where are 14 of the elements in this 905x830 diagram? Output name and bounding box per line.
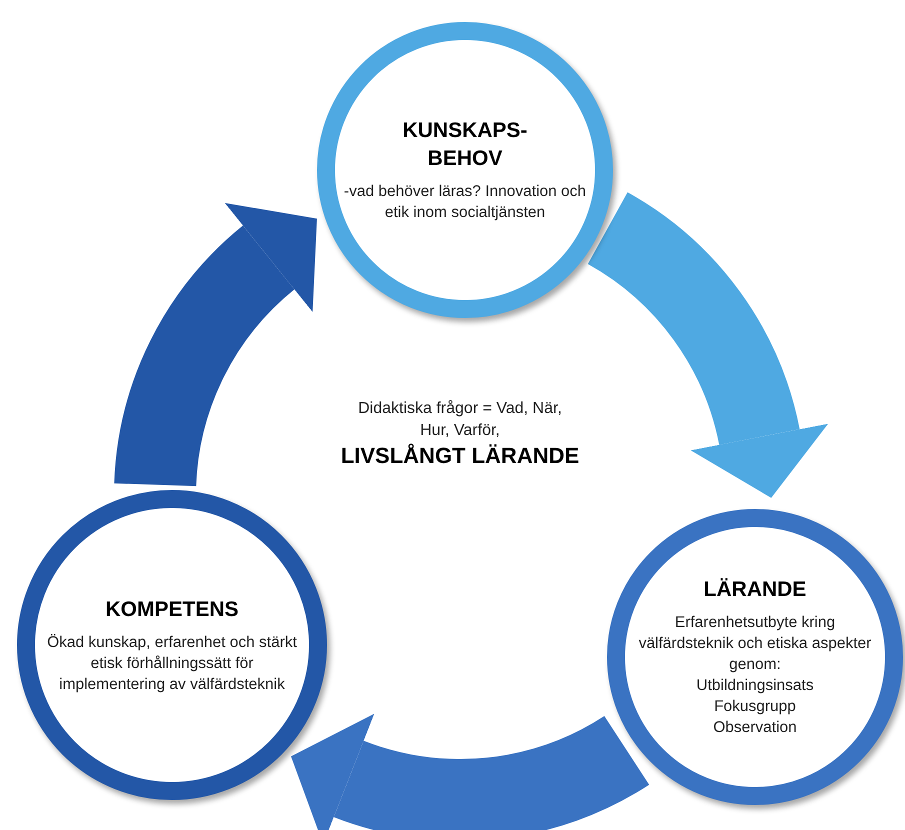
circle-heading: KOMPETENS	[104, 596, 240, 622]
circle-text: Erfarenhetsutbyte kring välfärdsteknik och etiska aspekter genom:	[638, 613, 872, 675]
circle-heading: KUNSKAPS- BEHOV	[402, 118, 528, 172]
circle-text: -vad behöver läras? Innovation och etik inom socialtjänsten	[342, 182, 588, 223]
center-heading: LIVSLÅNGT LÄRANDE	[340, 442, 580, 470]
center-text: Didaktiska frågor = Vad, När, Hur, Varför,	[357, 399, 563, 441]
circle-text: Utbildningsinsats	[696, 676, 814, 696]
circle-heading: LÄRANDE	[702, 577, 808, 603]
circle-text: Observation	[713, 718, 797, 738]
curved-arrow	[290, 712, 648, 830]
circle-text: Ökad kunskap, erfarenhet och stärkt etisk förhållningssätt för implementering av välfärdsteknik	[46, 632, 298, 694]
curved-arrow	[586, 194, 828, 498]
circle-text: Fokusgrupp	[714, 697, 796, 717]
curved-arrow	[114, 206, 316, 489]
